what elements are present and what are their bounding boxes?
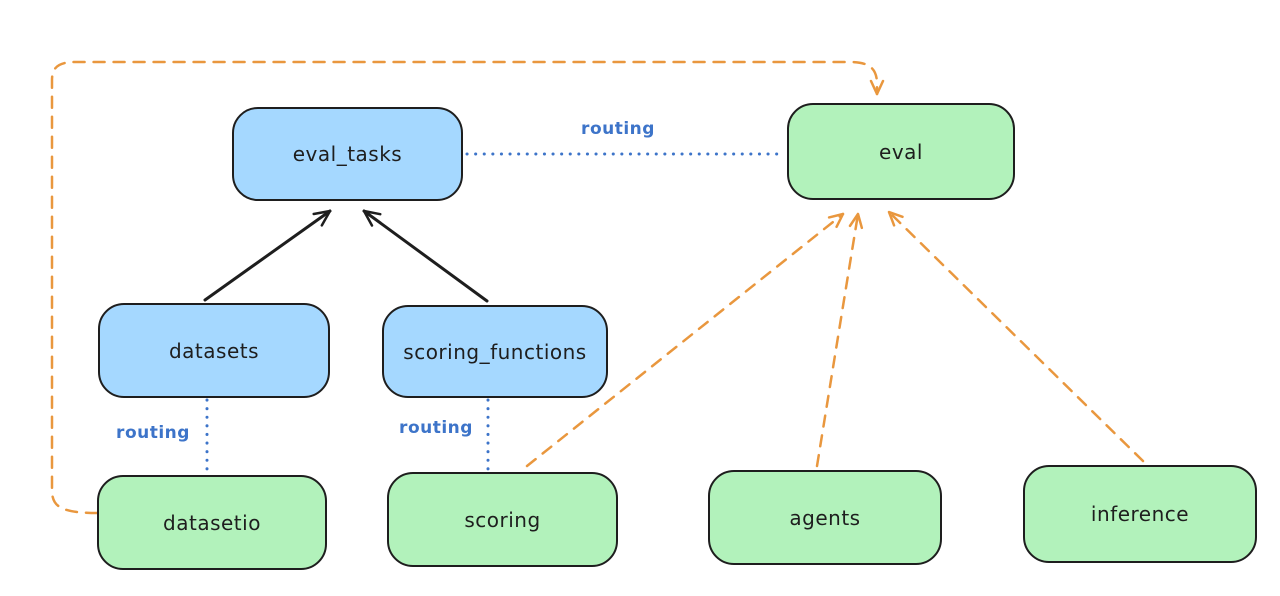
node-eval-label: eval — [879, 139, 923, 164]
node-datasets[interactable]: datasets — [98, 303, 330, 398]
edge-datasetio-to-eval — [50, 60, 885, 515]
node-inference[interactable]: inference — [1023, 465, 1257, 563]
node-datasets-label: datasets — [168, 338, 260, 363]
edge-scoring-functions-to-eval-tasks — [362, 209, 489, 303]
node-datasetio-label: datasetio — [163, 510, 261, 535]
node-eval-tasks-label: eval_tasks — [292, 142, 403, 166]
edge-datasets-to-eval-tasks — [203, 209, 332, 302]
node-scoring[interactable]: scoring — [387, 472, 618, 567]
edge-label-routing-top: routing — [581, 119, 655, 139]
node-agents[interactable]: agents — [708, 470, 942, 565]
edge-agents-to-eval — [815, 212, 864, 468]
node-eval[interactable]: eval — [787, 103, 1015, 200]
node-eval-tasks[interactable]: eval_tasks — [232, 107, 463, 201]
edge-label-routing-left: routing — [116, 423, 190, 443]
node-inference-label: inference — [1090, 502, 1190, 526]
edge-inference-to-eval — [887, 210, 1145, 463]
node-datasetio[interactable]: datasetio — [97, 475, 327, 570]
node-agents-label: agents — [789, 505, 861, 530]
node-scoring-label: scoring — [464, 507, 541, 532]
node-scoring-functions-label: scoring_functions — [403, 339, 587, 364]
node-scoring-functions[interactable]: scoring_functions — [382, 305, 608, 398]
edge-label-routing-middle: routing — [399, 418, 473, 438]
